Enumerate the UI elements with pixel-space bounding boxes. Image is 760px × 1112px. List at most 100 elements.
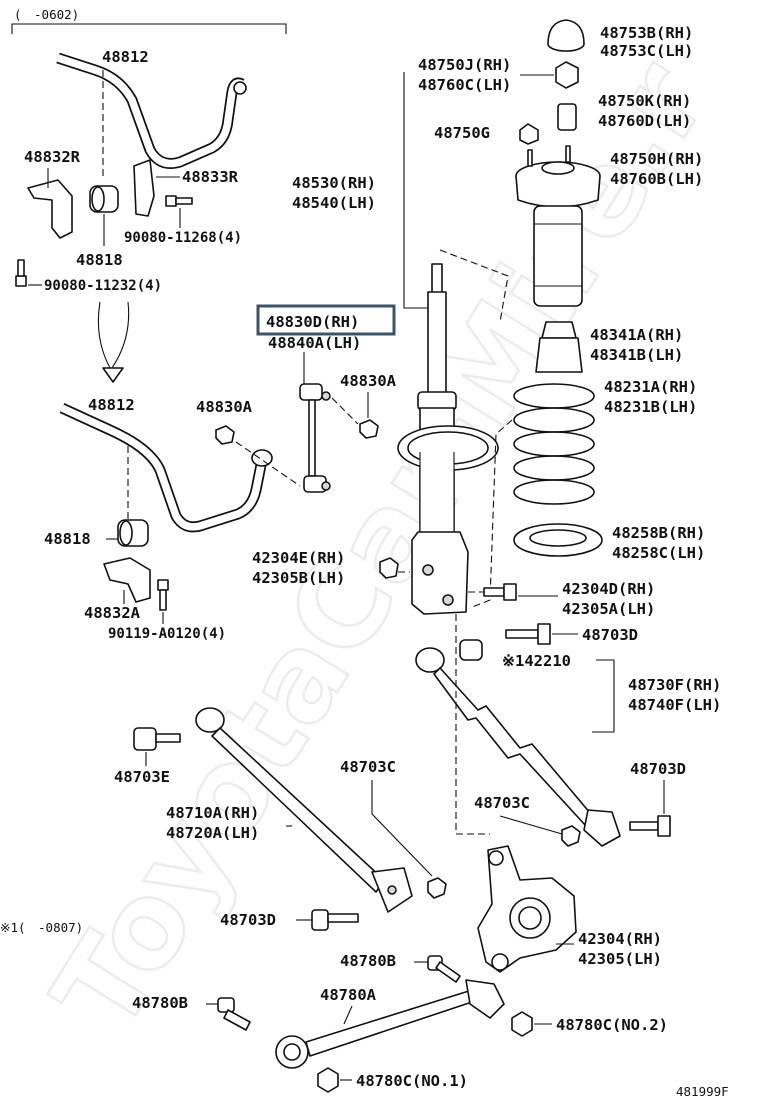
bushing-48750K[interactable] bbox=[557, 103, 577, 131]
bolt-90080-11232[interactable] bbox=[15, 259, 27, 287]
stabilizer-link[interactable] bbox=[299, 383, 331, 493]
toe-link-48780A[interactable] bbox=[275, 979, 505, 1069]
label-48530: 48530(RH) bbox=[292, 174, 376, 192]
bracket-48833R[interactable] bbox=[133, 159, 155, 217]
nut-48830A-left[interactable] bbox=[215, 425, 235, 445]
label-48780C-no2: 48780C(NO.2) bbox=[556, 1016, 668, 1034]
label-48760C: 48760C(LH) bbox=[418, 76, 511, 94]
bolt-48780B-a[interactable] bbox=[427, 955, 461, 983]
label-48780B-b: 48780B bbox=[132, 994, 188, 1012]
label-48750K: 48750K(RH) bbox=[598, 92, 691, 110]
stabilizer-bar-top[interactable] bbox=[56, 52, 247, 169]
label-48832A: 48832A bbox=[84, 604, 141, 622]
nut-42304E[interactable] bbox=[379, 557, 399, 579]
highlight-box bbox=[256, 304, 396, 336]
label-48740F: 48740F(LH) bbox=[628, 696, 721, 714]
dust-boot[interactable] bbox=[533, 205, 583, 307]
cap-48753B[interactable] bbox=[547, 19, 585, 52]
label-48540: 48540(LH) bbox=[292, 194, 376, 212]
label-48780A: 48780A bbox=[320, 986, 377, 1004]
bracket-48832A[interactable] bbox=[103, 557, 151, 603]
label-48703E: 48703E bbox=[114, 768, 170, 786]
label-42305: 42305(LH) bbox=[578, 950, 662, 968]
label-90080-11232: 90080-11232(4) bbox=[44, 278, 162, 294]
label-48812-bottom: 48812 bbox=[88, 396, 135, 414]
label-48750H: 48750H(RH) bbox=[610, 150, 703, 168]
nut-48780C-no1[interactable] bbox=[317, 1067, 339, 1093]
group-bracket bbox=[11, 23, 287, 34]
label-48753C: 48753C(LH) bbox=[600, 42, 693, 60]
bolt-90119-A0120[interactable] bbox=[157, 579, 169, 611]
nut-48703C-a[interactable] bbox=[427, 877, 447, 899]
label-48780C-no1: 48780C(NO.1) bbox=[356, 1072, 468, 1090]
label-48750G: 48750G bbox=[434, 124, 490, 142]
upper-mount-48750H[interactable] bbox=[515, 145, 601, 208]
label-48341B: 48341B(LH) bbox=[590, 346, 683, 364]
bushing-48818-bottom[interactable] bbox=[117, 519, 149, 547]
bracket-48832R[interactable] bbox=[27, 179, 73, 239]
bushing-142210[interactable] bbox=[459, 639, 483, 661]
label-48818-bottom: 48818 bbox=[44, 530, 91, 548]
label-48730F: 48730F(RH) bbox=[628, 676, 721, 694]
transition-arrow bbox=[102, 367, 124, 383]
nut-48830A-right[interactable] bbox=[359, 419, 379, 439]
label-48720A: 48720A(LH) bbox=[166, 824, 259, 842]
spring-insulator-48258B[interactable] bbox=[513, 523, 603, 557]
bolt-42304D[interactable] bbox=[483, 583, 517, 601]
knuckle-42304[interactable] bbox=[477, 845, 577, 973]
label-48750J: 48750J(RH) bbox=[418, 56, 511, 74]
label-48753B: 48753B(RH) bbox=[600, 24, 693, 42]
label-48832R: 48832R bbox=[24, 148, 81, 166]
label-42305A: 42305A(LH) bbox=[562, 600, 655, 618]
nut-48703C-b[interactable] bbox=[561, 825, 581, 847]
trailing-arm-48710A[interactable] bbox=[195, 707, 413, 913]
label-48703C-a: 48703C bbox=[340, 758, 396, 776]
bolt-48703D-a[interactable] bbox=[505, 623, 551, 645]
bushing-48818-top[interactable] bbox=[89, 185, 119, 213]
label-48830A-right: 48830A bbox=[340, 372, 397, 390]
bolt-48703D-b[interactable] bbox=[629, 815, 671, 837]
label-42305B: 42305B(LH) bbox=[252, 569, 345, 587]
bolt-48703E[interactable] bbox=[133, 727, 181, 751]
label-48341A: 48341A(RH) bbox=[590, 326, 683, 344]
bottom-note: ※1( -0807) bbox=[0, 920, 83, 935]
nut-48750G[interactable] bbox=[519, 123, 539, 145]
nut-48780C-no2[interactable] bbox=[511, 1011, 533, 1037]
label-48760D: 48760D(LH) bbox=[598, 112, 691, 130]
label-48258B: 48258B(RH) bbox=[612, 524, 705, 542]
date-range-note: ( -0602) bbox=[14, 7, 79, 22]
label-90080-11268: 90080-11268(4) bbox=[124, 230, 242, 246]
label-48830A-left: 48830A bbox=[196, 398, 253, 416]
label-48812-top: 48812 bbox=[102, 48, 149, 66]
label-48231B: 48231B(LH) bbox=[604, 398, 697, 416]
lateral-link-48730F[interactable] bbox=[415, 647, 621, 847]
bump-stop-48341A[interactable] bbox=[535, 321, 583, 373]
diagram-id: 481999F bbox=[676, 1084, 729, 1099]
label-48710A: 48710A(RH) bbox=[166, 804, 259, 822]
label-48780B-a: 48780B bbox=[340, 952, 396, 970]
label-42304E: 42304E(RH) bbox=[252, 549, 345, 567]
label-90119-A0120: 90119-A0120(4) bbox=[108, 626, 226, 642]
label-42304D: 42304D(RH) bbox=[562, 580, 655, 598]
bolt-48780B-b[interactable] bbox=[217, 997, 251, 1031]
label-42304: 42304(RH) bbox=[578, 930, 662, 948]
shock-absorber-strut[interactable] bbox=[397, 263, 499, 615]
label-48258C: 48258C(LH) bbox=[612, 544, 705, 562]
label-142210: ※142210 bbox=[502, 652, 571, 670]
label-48703D-c: 48703D bbox=[220, 911, 276, 929]
label-48840A: 48840A(LH) bbox=[268, 334, 361, 352]
label-48703C-b: 48703C bbox=[474, 794, 530, 812]
label-48231A: 48231A(RH) bbox=[604, 378, 697, 396]
coil-spring-48231A[interactable] bbox=[513, 383, 595, 505]
stabilizer-bar-bottom[interactable] bbox=[59, 403, 273, 533]
label-48760B: 48760B(LH) bbox=[610, 170, 703, 188]
nut-48750J[interactable] bbox=[555, 61, 579, 89]
label-48830D[interactable]: 48830D(RH) bbox=[266, 313, 359, 331]
bolt-90080-11268[interactable] bbox=[165, 195, 193, 207]
label-48818-top: 48818 bbox=[76, 251, 123, 269]
bolt-48703D-c[interactable] bbox=[311, 909, 359, 931]
label-48833R: 48833R bbox=[182, 168, 239, 186]
label-48703D-a: 48703D bbox=[582, 626, 638, 644]
label-48703D-b: 48703D bbox=[630, 760, 686, 778]
